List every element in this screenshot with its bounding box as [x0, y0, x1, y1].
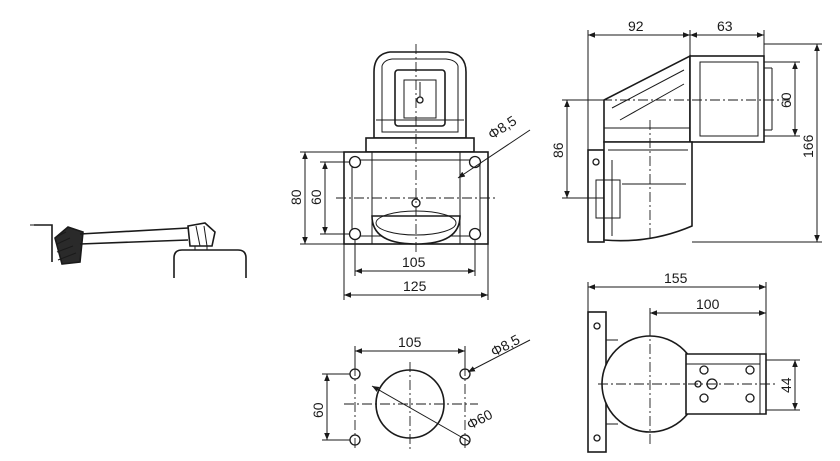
pattern-center-diameter: Φ60	[464, 406, 495, 433]
side-view-dimensions: 92 63 60 166 86	[550, 18, 822, 243]
bottom-view	[587, 311, 776, 453]
front-height-outer: 80	[288, 189, 304, 205]
pattern-width-holes: 105	[398, 334, 422, 350]
bottom-width-inner: 100	[696, 296, 720, 312]
side-top-left: 92	[628, 18, 644, 34]
front-hole-diameter: Φ8,5	[485, 112, 520, 142]
side-top-right: 63	[717, 18, 733, 34]
pattern-hole-diameter: Φ8,5	[488, 331, 523, 360]
side-height-total: 166	[800, 134, 816, 158]
side-pipe-diameter: 60	[778, 92, 794, 108]
hole-pattern-view	[344, 362, 478, 450]
bottom-width-total: 155	[664, 270, 688, 286]
side-height-mid: 86	[550, 142, 566, 158]
front-height-holes: 60	[308, 189, 324, 205]
front-view	[336, 44, 496, 252]
front-width-holes: 105	[402, 254, 426, 270]
front-width-outer: 125	[403, 278, 427, 294]
side-view	[566, 54, 790, 243]
bottom-height-block: 44	[778, 377, 794, 393]
bottom-view-dimensions: 155 100 44	[587, 270, 800, 411]
front-view-dimensions: 105 125 80 60 Φ8,5	[288, 112, 531, 300]
installation-sketch	[30, 222, 247, 278]
pattern-height-holes: 60	[310, 402, 326, 418]
